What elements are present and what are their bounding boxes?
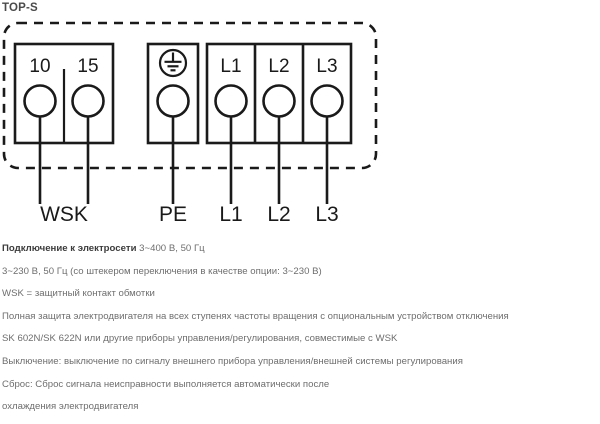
terminal-15-label: 15 <box>77 56 98 77</box>
note-rest: 3~400 В, 50 Гц <box>136 243 205 254</box>
note-controllers: SK 602N/SK 622N или другие приборы управ… <box>2 333 600 344</box>
note-rest: 3~230 В, 50 Гц (со штекером переключения… <box>2 265 322 277</box>
note-voltage-option: 3~230 В, 50 Гц (со штекером переключения… <box>2 266 600 277</box>
terminal-pe-circle <box>156 84 190 118</box>
pe-terminal-block <box>146 42 200 204</box>
terminal-l2-circle <box>262 84 296 118</box>
terminal-15-circle <box>71 84 105 118</box>
terminal-10-label: 10 <box>29 56 50 77</box>
terminal-l3-circle <box>310 84 344 118</box>
phase-terminal-block <box>205 42 353 204</box>
wsk-terminal-block <box>13 42 115 204</box>
notes-section: Подключение к электросети 3~400 В, 50 Гц… <box>2 243 600 424</box>
terminal-l2-label: L2 <box>268 56 289 77</box>
wire-label-l3: L3 <box>315 203 338 226</box>
page-title: TOP-S <box>2 2 38 14</box>
note-rest: SK 602N/SK 622N или другие приборы управ… <box>2 333 398 345</box>
note-lead: Подключение к электросети <box>2 243 137 254</box>
terminal-l1-label: L1 <box>220 56 241 77</box>
note-rest: Выключение: выключение по сигналу внешне… <box>2 355 463 367</box>
note-switch-off: Выключение: выключение по сигналу внешне… <box>2 356 600 367</box>
note-mains-connection: Подключение к электросети 3~400 В, 50 Гц <box>2 243 600 254</box>
terminal-l1-circle <box>214 84 248 118</box>
terminal-10-circle <box>23 84 57 118</box>
note-motor-protection: Полная защита электродвигателя на всех с… <box>2 311 600 322</box>
note-rest: охлаждения электродвигателя <box>2 401 139 413</box>
terminal-wiring-diagram: 10 15 L1 L2 L3 WSK PE L1 L2 L3 <box>0 16 600 241</box>
wire-label-l1: L1 <box>219 203 242 226</box>
note-reset-line-2: охлаждения электродвигателя <box>2 401 600 412</box>
earth-ground-icon <box>158 48 188 78</box>
wire-label-l2: L2 <box>267 203 290 226</box>
terminal-l3-label: L3 <box>316 56 337 77</box>
wire-label-pe: PE <box>159 203 187 226</box>
wire-label-wsk: WSK <box>40 203 88 226</box>
note-wsk-definition: WSK = защитный контакт обмотки <box>2 288 600 299</box>
note-rest: Сброс: Сброс сигнала неисправности выпол… <box>2 378 330 390</box>
note-rest: Полная защита электродвигателя на всех с… <box>2 310 509 322</box>
enclosure-dashed-border <box>2 21 378 170</box>
note-rest: WSK = защитный контакт обмотки <box>2 288 155 300</box>
note-reset-line-1: Сброс: Сброс сигнала неисправности выпол… <box>2 379 600 390</box>
